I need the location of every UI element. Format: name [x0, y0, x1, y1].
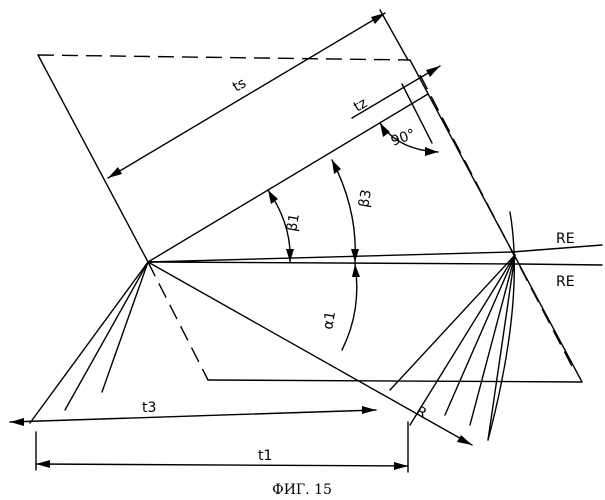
fan-line-left-1 [30, 262, 148, 423]
t1-arrowhead-right [394, 462, 408, 470]
t1-dimension: t1 [36, 422, 408, 472]
re-lines: RE RE [148, 231, 602, 290]
fan-lines [30, 255, 515, 440]
t3-label: t3 [142, 400, 156, 416]
ts-arrowhead-upper [371, 13, 385, 24]
t1-label: t1 [258, 448, 272, 464]
ts-arrowhead-lower [108, 167, 122, 178]
tz-arrowhead [426, 66, 440, 77]
beta3-arrowhead-lower [351, 249, 359, 262]
radius-arc [488, 212, 514, 440]
beta3-arc [332, 160, 355, 262]
re-lower-extension [520, 264, 602, 265]
t1-dimension-line [36, 464, 408, 466]
radius-arrowhead [457, 435, 472, 445]
t1-arrowhead-left [36, 460, 50, 468]
fan-line-right-2 [410, 255, 515, 425]
upper-plane-outline [38, 55, 582, 382]
fan-line-right-3 [445, 255, 515, 415]
perpendicular-ray: 90° [148, 94, 438, 262]
alpha1-label: α1 [320, 310, 339, 331]
re-lower-label: RE [556, 274, 575, 290]
line-to-re-upper [148, 252, 512, 262]
re-upper-label: RE [556, 231, 575, 247]
fan-line-right-1 [390, 255, 515, 390]
ninety-degree-label: 90° [389, 126, 418, 150]
t3-dimension-line [10, 410, 376, 422]
fan-line-right-5 [488, 255, 515, 440]
beta1-label: β1 [284, 212, 303, 232]
plane-top-edge-dashed [38, 55, 410, 60]
alpha-angle: α1 [320, 264, 360, 350]
beta-angles: β1 β3 [268, 160, 375, 262]
lower-plane-bottom-edge [208, 380, 582, 382]
beta1-arrowhead-lower [286, 249, 294, 262]
plane-left-edge [38, 55, 148, 262]
fan-line-left-3 [102, 262, 148, 392]
lower-plane-outline [148, 75, 582, 382]
t3-arrowhead-right [362, 406, 376, 414]
plane-right-edge [410, 60, 582, 382]
alpha1-arrowhead [352, 264, 360, 277]
t3-arrowhead-left [10, 418, 24, 426]
right-angle-arrowhead-2 [425, 147, 438, 156]
figure-caption: ФИГ. 15 [272, 482, 332, 498]
beta3-arrowhead-upper [332, 160, 341, 174]
ts-dimension: ts [108, 10, 408, 178]
ts-label: ts [230, 75, 249, 95]
ts-dimension-line [108, 13, 385, 178]
line-to-re-lower [148, 262, 520, 264]
beta1-arrowhead-upper [268, 190, 278, 204]
ts-extension-line [380, 10, 408, 60]
t3-dimension: t3 [10, 400, 376, 426]
tz-label: tz [351, 95, 370, 115]
fan-line-left-2 [65, 262, 148, 410]
beta3-label: β3 [356, 188, 375, 208]
